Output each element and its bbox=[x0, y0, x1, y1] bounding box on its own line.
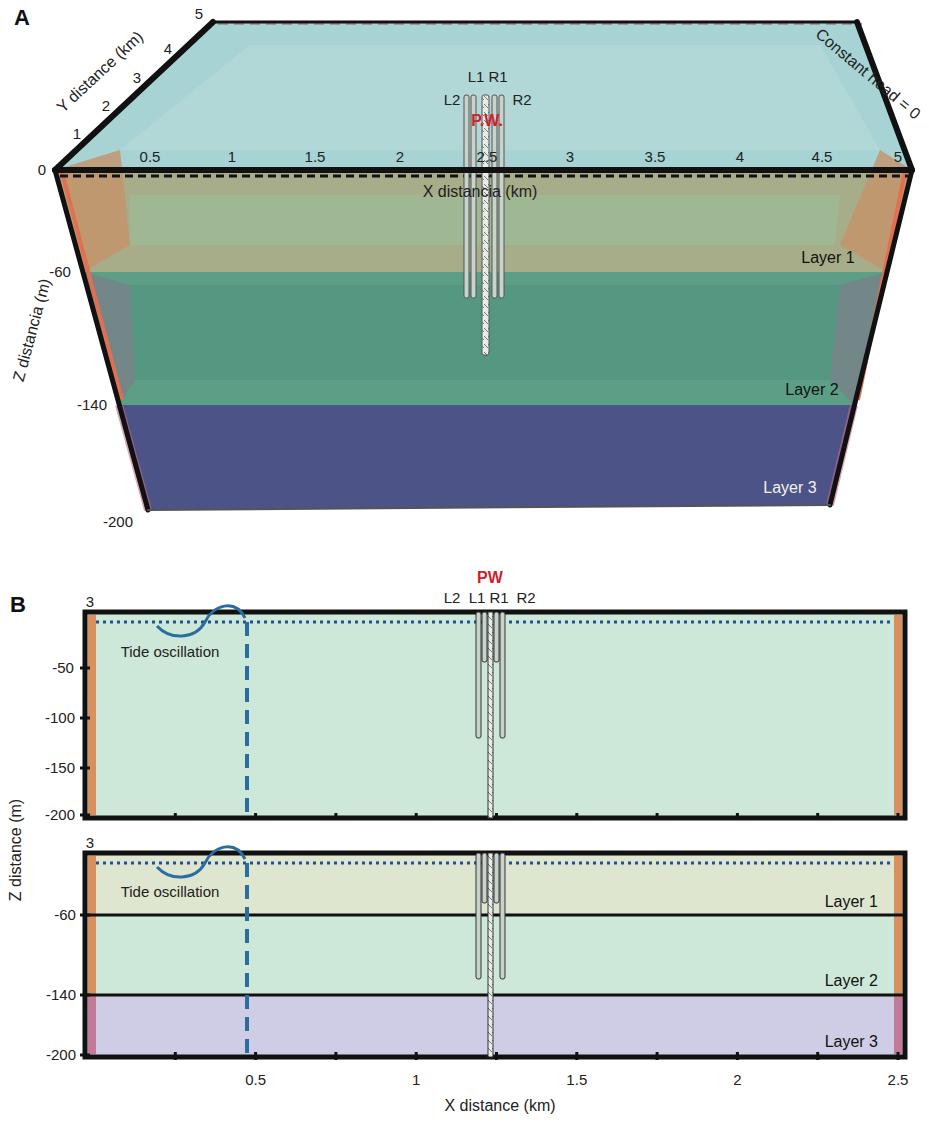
label: Tide oscillation bbox=[121, 644, 220, 661]
label: -100 bbox=[45, 710, 75, 727]
tick-mark bbox=[656, 813, 659, 820]
tick-mark bbox=[415, 813, 418, 820]
layer-band: Layer 2 bbox=[98, 917, 892, 994]
label: 1.5 bbox=[305, 149, 326, 166]
label: 4 bbox=[164, 41, 172, 58]
label: X distance (km) bbox=[444, 1097, 555, 1115]
section-box bbox=[85, 612, 905, 818]
label: 3 bbox=[86, 835, 94, 852]
label: X distancia (km) bbox=[423, 183, 538, 201]
label: 1 bbox=[73, 126, 81, 143]
tick-mark bbox=[80, 814, 90, 817]
tick-mark bbox=[415, 1052, 418, 1060]
tick-mark bbox=[80, 717, 90, 720]
label: -140 bbox=[46, 987, 76, 1004]
label: 1.5 bbox=[566, 1072, 587, 1089]
label: Layer 3 bbox=[763, 479, 816, 497]
label: P.W. bbox=[471, 112, 503, 130]
label: 5 bbox=[894, 149, 902, 166]
label: R2 bbox=[512, 92, 531, 109]
label: 1 bbox=[412, 1072, 420, 1089]
label: 1 bbox=[228, 149, 236, 166]
tick-mark bbox=[254, 813, 257, 820]
tick-mark bbox=[174, 813, 177, 820]
tick-mark bbox=[736, 1052, 739, 1060]
label: 3 bbox=[86, 594, 94, 611]
label: PW bbox=[477, 569, 503, 587]
tick-mark bbox=[80, 914, 90, 917]
label: -200 bbox=[103, 514, 133, 531]
label: L1 bbox=[469, 590, 486, 607]
tick-mark bbox=[80, 1054, 90, 1057]
label: 2 bbox=[396, 149, 404, 166]
label: L1 bbox=[468, 69, 485, 86]
label: 0 bbox=[38, 162, 46, 179]
section-box bbox=[85, 853, 905, 1057]
label: 3 bbox=[133, 70, 141, 87]
tick-mark bbox=[736, 813, 739, 820]
label: 5 bbox=[195, 6, 203, 23]
label: 2.5 bbox=[477, 149, 498, 166]
label: -200 bbox=[46, 1047, 76, 1064]
label: -60 bbox=[49, 264, 71, 281]
tick-mark bbox=[80, 767, 90, 770]
tick-mark bbox=[816, 1052, 819, 1060]
label: B bbox=[10, 593, 26, 617]
tick-mark bbox=[495, 1052, 498, 1060]
layer-label: Layer 3 bbox=[825, 1033, 878, 1051]
label: R1 bbox=[488, 69, 507, 86]
label: Layer 2 bbox=[785, 381, 838, 399]
tick-mark bbox=[254, 1052, 257, 1060]
label: Z distancia (m) bbox=[10, 277, 54, 384]
tick-mark bbox=[897, 813, 900, 820]
layer3-front bbox=[119, 405, 854, 510]
label: 2 bbox=[102, 98, 110, 115]
layer-band: Layer 3 bbox=[98, 997, 892, 1055]
block-edges bbox=[55, 22, 912, 510]
tick-mark bbox=[575, 813, 578, 820]
label: Tide oscillation bbox=[121, 884, 220, 901]
tick-mark bbox=[495, 813, 498, 820]
tick-mark bbox=[897, 1052, 900, 1060]
label: L2 bbox=[444, 92, 461, 109]
tick-mark bbox=[80, 667, 90, 670]
tick-mark bbox=[656, 1052, 659, 1060]
tick-mark bbox=[80, 994, 90, 997]
label: 3.5 bbox=[645, 149, 666, 166]
label: -200 bbox=[45, 807, 75, 824]
tick-mark bbox=[816, 813, 819, 820]
layer-label: Layer 2 bbox=[825, 972, 878, 990]
label: 2 bbox=[733, 1072, 741, 1089]
label: L2 bbox=[444, 590, 461, 607]
tick-mark bbox=[174, 1052, 177, 1060]
tick-mark bbox=[334, 1052, 337, 1060]
layer-label: Layer 1 bbox=[825, 893, 878, 911]
label: -140 bbox=[77, 397, 107, 414]
label: -150 bbox=[45, 760, 75, 777]
label: Z distance (m) bbox=[7, 799, 25, 901]
label: A bbox=[14, 6, 30, 30]
label: 0.5 bbox=[140, 149, 161, 166]
label: -60 bbox=[54, 907, 76, 924]
tick-mark bbox=[334, 813, 337, 820]
label: -50 bbox=[52, 660, 74, 677]
label: R2 bbox=[516, 590, 535, 607]
label: 3 bbox=[566, 149, 574, 166]
tick-mark bbox=[575, 1052, 578, 1060]
label: 4 bbox=[736, 149, 744, 166]
label: R1 bbox=[489, 590, 508, 607]
label: 4.5 bbox=[812, 149, 833, 166]
label: 2.5 bbox=[888, 1072, 909, 1089]
label: Layer 1 bbox=[801, 249, 854, 267]
label: 0.5 bbox=[245, 1072, 266, 1089]
layer-band: Layer 1 bbox=[98, 855, 892, 915]
